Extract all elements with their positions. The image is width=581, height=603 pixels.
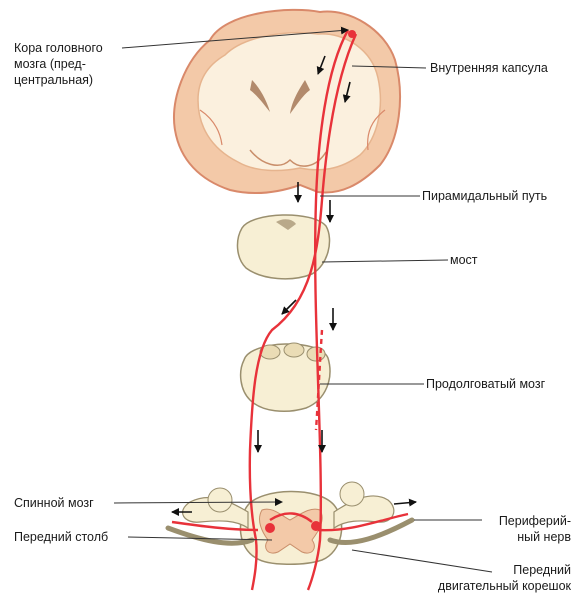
ganglion-left bbox=[207, 487, 233, 513]
pons-aqueduct bbox=[276, 219, 296, 230]
ventricle-left bbox=[250, 80, 270, 112]
ventricle-right bbox=[290, 80, 310, 114]
arrow-icon bbox=[281, 299, 297, 315]
brain-section bbox=[173, 8, 401, 194]
leader-cortex bbox=[121, 26, 349, 49]
nerve-right-lower bbox=[327, 517, 415, 546]
label-pons: мост bbox=[450, 253, 478, 267]
pyramidal-tracts bbox=[171, 29, 409, 591]
label-anterior-root: Передний двигательный корешок bbox=[437, 563, 571, 593]
tract-direct bbox=[306, 29, 350, 591]
label-cortex: Кора головного мозга (пред- центральная) bbox=[14, 41, 103, 87]
arrow-icon bbox=[393, 498, 417, 507]
label-peripheral-nerve: Периферий- ный нерв bbox=[498, 514, 571, 544]
arrow-icon bbox=[342, 81, 351, 103]
pons bbox=[236, 214, 331, 280]
nerve-left-lower bbox=[165, 525, 255, 546]
label-pyramidal-tract: Пирамидальный путь bbox=[422, 189, 548, 203]
ganglion-right bbox=[339, 481, 365, 507]
tract-crossed bbox=[248, 33, 358, 591]
brain-white-matter bbox=[197, 31, 382, 172]
label-spinal-cord: Спинной мозг bbox=[14, 496, 94, 510]
sulcus bbox=[199, 109, 223, 146]
anterior-horn-cell-left bbox=[265, 523, 275, 533]
medulla-olive bbox=[283, 342, 305, 358]
label-internal-capsule: Внутренняя капсула bbox=[430, 61, 548, 75]
brain-base bbox=[249, 149, 327, 167]
direction-arrows bbox=[171, 55, 417, 516]
fiber-left-out bbox=[171, 520, 259, 532]
decussation-fiber bbox=[269, 512, 313, 523]
leader-pons bbox=[321, 259, 449, 263]
label-medulla: Продолговатый мозг bbox=[426, 377, 546, 391]
leader-capsule bbox=[351, 65, 427, 69]
label-anterior-horn: Передний столб bbox=[14, 530, 109, 544]
leader-root bbox=[351, 549, 493, 573]
leader-spinal bbox=[113, 498, 283, 507]
anterior-horn-cell-right bbox=[311, 521, 321, 531]
leader-lines bbox=[113, 26, 493, 573]
sulcus bbox=[367, 109, 386, 151]
tract-dashed bbox=[314, 329, 324, 431]
spinal-cord-section bbox=[165, 481, 415, 566]
cortex-neuron bbox=[348, 30, 356, 38]
arrow-icon bbox=[316, 55, 326, 75]
fiber-right-out bbox=[317, 512, 409, 532]
leader-horn bbox=[127, 536, 273, 541]
